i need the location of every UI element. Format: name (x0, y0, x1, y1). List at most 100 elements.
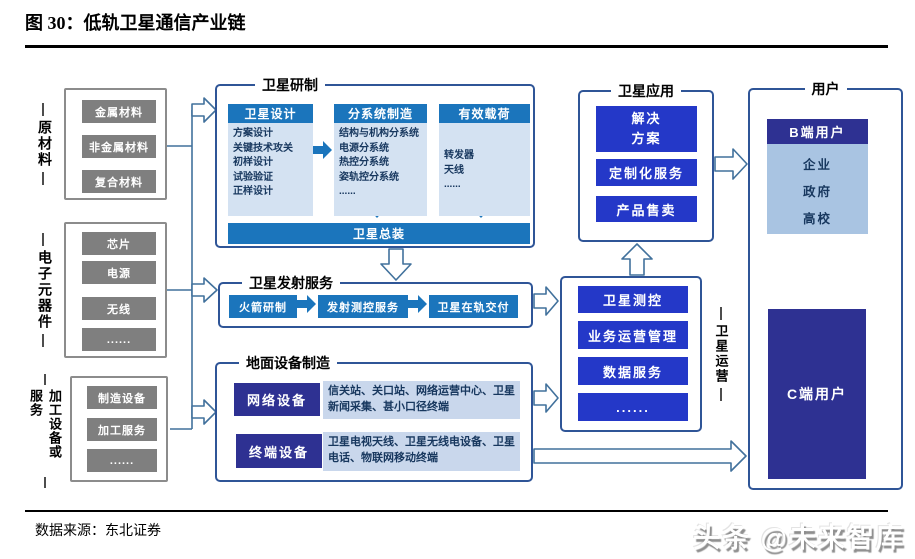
arrow-supply-to-launch-icon (191, 277, 218, 303)
material-item: 金属材料 (82, 100, 156, 123)
bracket-tick-icon (42, 233, 44, 246)
satellite-design-column: 卫星设计 方案设计 关键技术攻关 初样设计 试验验证 正样设计 (228, 104, 313, 216)
subsystem-item: ...... (339, 186, 356, 197)
launch-section-title: 卫星发射服务 (242, 273, 340, 293)
component-item: 芯片 (82, 232, 156, 255)
solution-box: 解决 方案 (596, 106, 697, 152)
customized-service-box: 定制化服务 (596, 159, 697, 186)
raw-materials-label-wrap: 原材料 (30, 90, 56, 198)
design-item: 关键技术攻关 (233, 142, 293, 154)
arrow-ground-to-users-icon (533, 440, 747, 472)
b-user-item: 高校 (802, 212, 832, 226)
equipment-item: ...... (87, 449, 157, 472)
arrow-supply-to-development-icon (191, 97, 217, 123)
operation-more-box: ...... (578, 393, 688, 421)
ground-section-title: 地面设备制造 (239, 353, 337, 373)
satellite-tracking-box: 卫星测控 (578, 286, 688, 313)
payload-item: ...... (444, 179, 461, 190)
launch-tracking-step: 发射测控服务 (318, 295, 408, 318)
bracket-tick-icon (42, 103, 44, 116)
payload-item: 转发器 (444, 150, 474, 161)
data-source: 数据来源：东北证券 (35, 524, 161, 539)
component-item: 电源 (82, 261, 156, 284)
b-users-body: 企业 政府 高校 (767, 144, 868, 234)
bracket-tick-icon (44, 374, 46, 386)
watermark: 头条 @未来智库 (693, 523, 905, 553)
business-operation-box: 业务运营管理 (578, 321, 688, 349)
equipment-item: 制造设备 (87, 386, 157, 409)
in-orbit-delivery-step: 卫星在轨交付 (429, 295, 518, 318)
processing-equipment-group: 加工设备或服务 制造设备 加工服务 ...... (28, 374, 168, 488)
subsystem-item: 电源分系统 (339, 142, 389, 154)
b-users-header: B端用户 (767, 119, 868, 144)
subsystem-item: 姿轨控分系统 (339, 171, 399, 183)
users-section: 用户 B端用户 企业 政府 高校 C端用户 (748, 79, 903, 490)
operation-label: 卫星运营 (713, 324, 729, 384)
arrow-ground-to-operation-icon (533, 383, 559, 413)
footer-rule (25, 510, 888, 512)
bracket-tick-icon (42, 334, 44, 347)
equipment-label: 加工设备或服务 (28, 389, 62, 460)
arrow-application-to-users-icon (714, 148, 748, 180)
launch-services-section: 卫星发射服务 火箭研制 发射测控服务 卫星在轨交付 (218, 273, 533, 328)
design-column-header: 卫星设计 (228, 104, 313, 123)
network-equipment-label: 网络设备 (234, 383, 320, 416)
payload-column-body: 转发器 天线 ...... (439, 123, 530, 216)
application-section-title: 卫星应用 (611, 81, 681, 101)
network-equipment-desc: 信关站、关口站、网络运营中心、卫星新闻采集、甚小口径终端 (323, 381, 520, 419)
terminal-equipment-label: 终端设备 (236, 434, 322, 468)
design-item: 初样设计 (233, 157, 273, 168)
operation-label-wrap: 卫星运营 (708, 278, 734, 430)
b-users-box: B端用户 企业 政府 高校 (767, 119, 868, 234)
electronic-components-group: 电子元器件 芯片 电源 无线 ...... (36, 222, 167, 358)
arrow-development-to-launch-icon (380, 248, 412, 281)
component-item: ...... (82, 328, 156, 351)
b-user-item: 政府 (802, 185, 832, 199)
equipment-label-wrap: 加工设备或服务 (28, 374, 62, 488)
payload-column-header: 有效载荷 (439, 104, 530, 123)
design-column-body: 方案设计 关键技术攻关 初样设计 试验验证 正样设计 (228, 123, 313, 216)
raw-materials-group: 原材料 金属材料 非金属材料 复合材料 (36, 88, 167, 200)
users-section-title: 用户 (804, 79, 847, 99)
satellite-assembly-bar: 卫星总装 (228, 223, 530, 244)
subsystem-item: 结构与机构分系统 (339, 128, 419, 139)
solution-line: 解决 (631, 111, 662, 126)
payload-column: 有效载荷 转发器 天线 ...... (439, 104, 530, 216)
solution-line: 方案 (631, 131, 662, 146)
header-rule (25, 45, 888, 48)
subsystem-column-header: 分系统制造 (334, 104, 427, 123)
figure-title: 图 30：低轨卫星通信产业链 (25, 13, 246, 33)
satellite-development-section: 卫星研制 卫星设计 方案设计 关键技术攻关 初样设计 试验验证 正样设计 分系统… (215, 75, 535, 248)
design-item: 正样设计 (233, 186, 273, 197)
b-user-item: 企业 (802, 158, 832, 172)
c-users-box: C端用户 (768, 309, 866, 479)
product-sales-box: 产品售卖 (596, 196, 697, 222)
bracket-tick-icon (42, 172, 44, 185)
component-item: 无线 (82, 297, 156, 320)
arrow-supply-to-ground-icon (191, 399, 217, 425)
design-item: 试验验证 (233, 171, 273, 183)
satellite-application-section: 卫星应用 解决 方案 定制化服务 产品售卖 (578, 81, 714, 242)
satellite-operation-section: 卫星运营 卫星测控 业务运营管理 数据服务 ...... (560, 276, 729, 432)
material-item: 非金属材料 (82, 135, 156, 158)
subsystem-column-body: 结构与机构分系统 电源分系统 热控分系统 姿轨控分系统 ...... (334, 123, 427, 216)
rocket-development-step: 火箭研制 (229, 295, 297, 318)
components-label: 电子元器件 (36, 250, 51, 330)
raw-materials-label: 原材料 (36, 120, 51, 168)
material-item: 复合材料 (82, 170, 156, 193)
data-service-box: 数据服务 (578, 357, 688, 385)
bracket-tick-icon (720, 307, 722, 320)
subsystem-item: 热控分系统 (339, 157, 389, 168)
arrow-launch-to-operation-icon (533, 286, 559, 316)
development-section-title: 卫星研制 (255, 75, 325, 95)
ground-equipment-section: 地面设备制造 网络设备 信关站、关口站、网络运营中心、卫星新闻采集、甚小口径终端… (215, 353, 533, 482)
bracket-tick-icon (720, 388, 722, 401)
arrow-operation-to-application-icon (621, 243, 653, 276)
payload-item: 天线 (444, 164, 464, 176)
subsystem-manufacturing-column: 分系统制造 结构与机构分系统 电源分系统 热控分系统 姿轨控分系统 ...... (334, 104, 427, 216)
bracket-tick-icon (44, 476, 46, 488)
terminal-equipment-desc: 卫星电视天线、卫星无线电设备、卫星电话、物联网移动终端 (323, 432, 520, 471)
design-item: 方案设计 (233, 128, 273, 139)
components-label-wrap: 电子元器件 (30, 224, 56, 356)
